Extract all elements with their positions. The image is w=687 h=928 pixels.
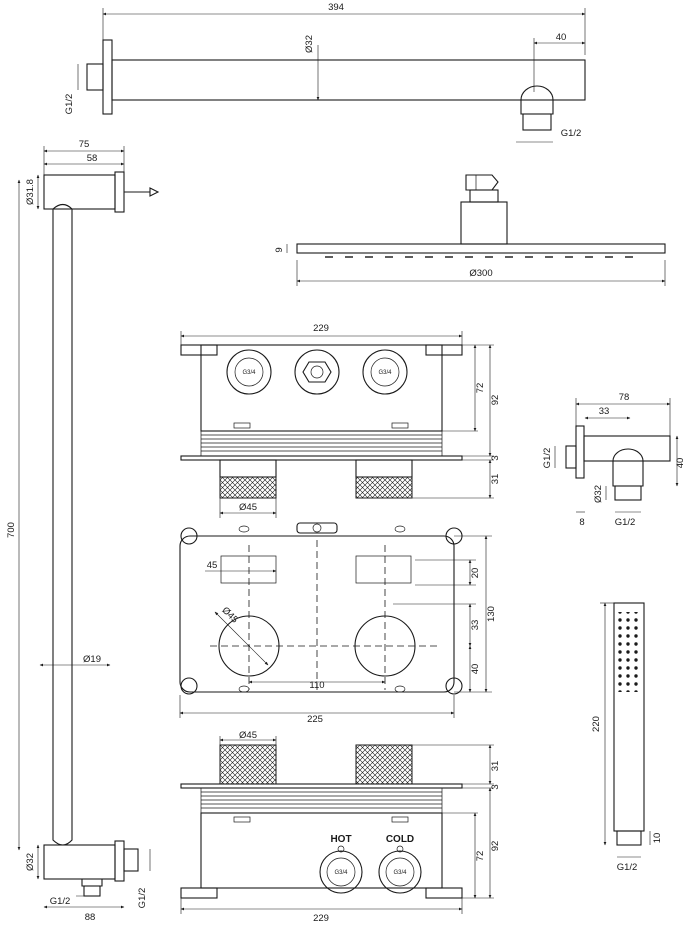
hand-shower: 220 10 G1/2: [591, 602, 663, 873]
wall-outlet: 78 33 40 G1/2 Ø32 8 G1/2: [542, 392, 686, 528]
arm-diameter-label: Ø32: [304, 35, 315, 53]
valve-top-port-left-label: G3/4: [242, 370, 256, 376]
valve-top-92-label: 92: [490, 395, 501, 406]
front-33-label: 33: [470, 620, 481, 631]
handshower-thread-label: G1/2: [617, 862, 638, 873]
shower-head: 9 Ø300: [274, 174, 666, 286]
valve-top-view: 229 G3/4 G3/4 Ø45: [180, 323, 501, 518]
outlet-40-label: 40: [675, 458, 686, 469]
valve-top-knob-label: Ø45: [239, 502, 257, 513]
valve-bottom-3-label: 3: [490, 784, 501, 789]
shower-arm: 394 Ø32 40 G1/2 G1/2: [64, 2, 586, 143]
rail-bottom-w-label: 88: [85, 912, 96, 923]
front-130-label: 130: [486, 606, 497, 622]
head-height-label: 9: [274, 247, 285, 252]
arm-thread-right-label: G1/2: [561, 128, 582, 139]
rail-thread-a-label: G1/2: [50, 896, 71, 907]
rail-thread-b-label: G1/2: [137, 888, 148, 909]
hot-label: HOT: [330, 834, 351, 845]
front-40-label: 40: [470, 664, 481, 675]
valve-bottom-72-label: 72: [475, 851, 486, 862]
outlet-diameter-label: Ø32: [593, 485, 604, 503]
valve-bottom-port-left-label: G3/4: [334, 870, 348, 876]
front-20-label: 20: [470, 568, 481, 579]
front-45-label: 45: [207, 560, 218, 571]
valve-top-port-right-label: G3/4: [378, 370, 392, 376]
valve-top-31-label: 31: [490, 474, 501, 485]
valve-bottom-knob-label: Ø45: [239, 730, 257, 741]
rail-length-label: 700: [6, 522, 17, 538]
arm-thread-left-label: G1/2: [64, 94, 75, 115]
outlet-8-label: 8: [579, 517, 584, 528]
outlet-78-label: 78: [619, 392, 630, 403]
rail-58-label: 58: [87, 153, 98, 164]
rail-tube-label: Ø19: [83, 654, 101, 665]
outlet-thread-label: G1/2: [542, 448, 553, 469]
arm-length-label: 394: [328, 2, 344, 13]
valve-front-view: 45 Ø45 110 20 33 40 130 225: [179, 522, 497, 725]
rail-318-label: Ø31.8: [25, 179, 36, 205]
arm-offset-label: 40: [556, 32, 567, 43]
front-knob-label: Ø45: [220, 605, 240, 625]
cold-label: COLD: [386, 834, 414, 845]
head-diameter-label: Ø300: [469, 268, 492, 279]
rail-bottom-d-label: Ø32: [25, 853, 36, 871]
slide-rail: 75 58 Ø31.8 700 Ø19 Ø32 88 G1/2 G1/2: [6, 139, 160, 923]
front-spacing-label: 110: [309, 680, 324, 691]
valve-bottom-92-label: 92: [490, 841, 501, 852]
handshower-10-label: 10: [652, 833, 663, 844]
valve-top-width-label: 229: [313, 323, 329, 334]
valve-bottom-port-right-label: G3/4: [393, 870, 407, 876]
outlet-33-label: 33: [599, 406, 610, 417]
valve-top-72-label: 72: [475, 383, 486, 394]
outlet-thread-b-label: G1/2: [615, 517, 636, 528]
valve-top-3-label: 3: [490, 455, 501, 460]
valve-bottom-width-label: 229: [313, 913, 329, 924]
valve-bottom-view: Ø45 HOT COLD G3/4 G3/4 31 3: [180, 730, 501, 924]
valve-bottom-31-label: 31: [490, 761, 501, 772]
rail-75-label: 75: [79, 139, 90, 150]
front-width-label: 225: [307, 714, 323, 725]
handshower-length-label: 220: [591, 716, 602, 732]
